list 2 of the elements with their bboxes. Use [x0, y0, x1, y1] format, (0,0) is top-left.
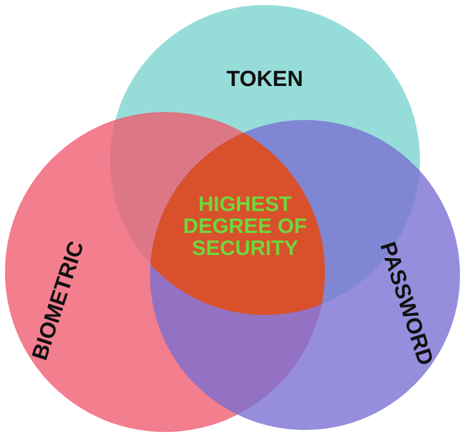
region-label: HIGHEST DEGREE OF SECURITY — [160, 194, 330, 260]
region-label: TOKEN — [226, 66, 304, 90]
